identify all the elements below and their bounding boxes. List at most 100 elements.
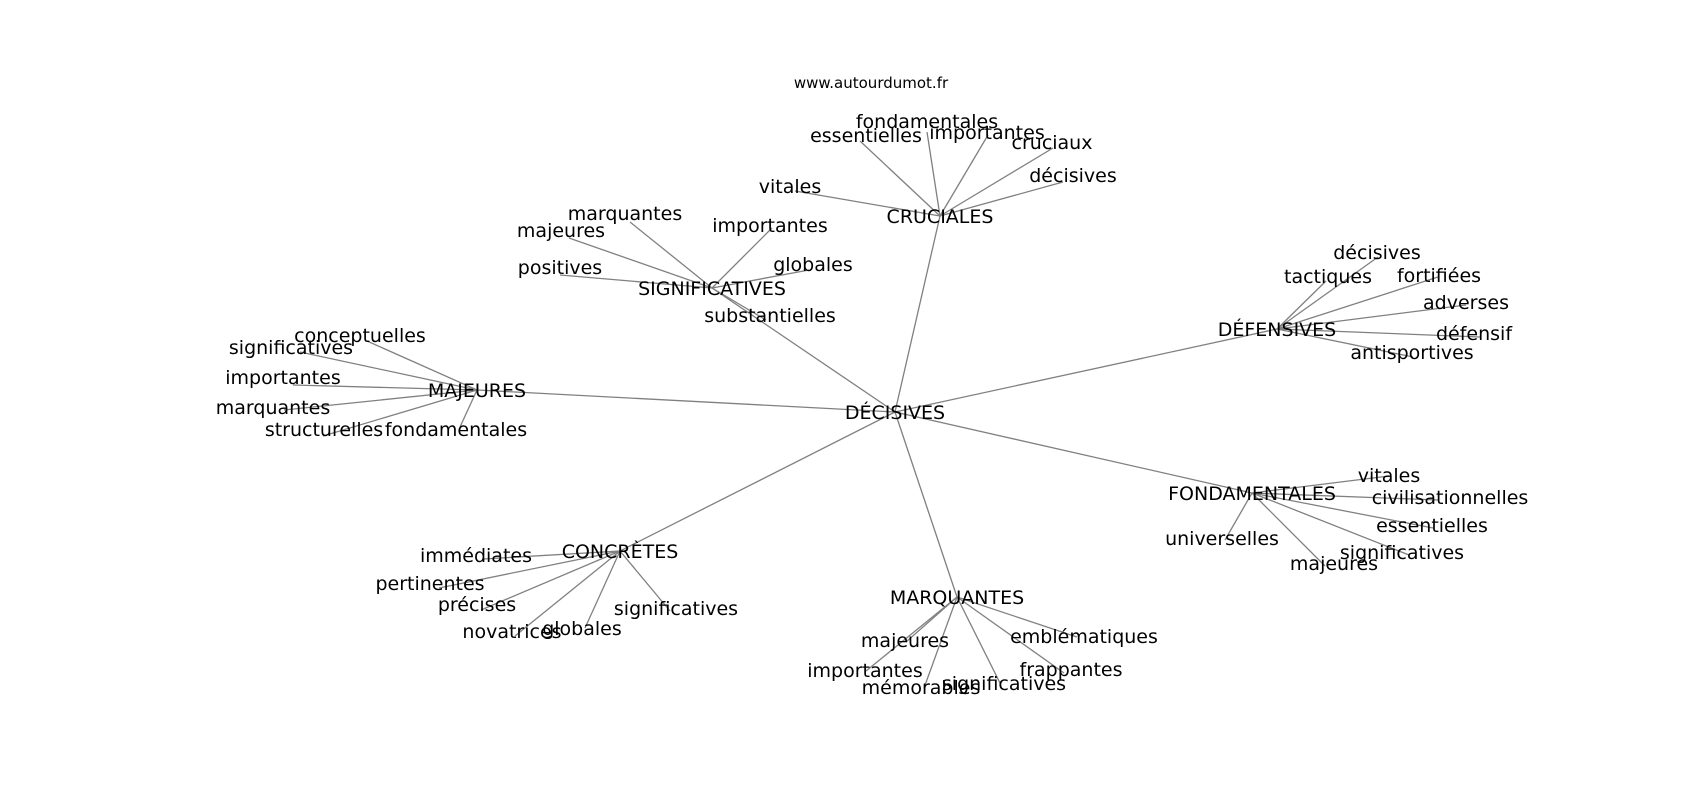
edge-center-cruciales <box>894 215 941 413</box>
edge-marquantes-memorables <box>923 596 958 689</box>
edge-majeures-significatives <box>299 351 478 391</box>
leaf-node-label[interactable]: frappantes <box>1020 659 1123 681</box>
edge-cruciales-decisives <box>939 181 1064 217</box>
edge-significatives-marquantes <box>629 221 713 289</box>
leaf-node-label[interactable]: fortifiées <box>1397 265 1481 287</box>
edge-concretes-pertinentes <box>438 550 621 589</box>
leaf-node-label[interactable]: décisives <box>1333 242 1421 264</box>
leaf-node-label[interactable]: immédiates <box>420 545 532 567</box>
leaf-node-label[interactable]: majeures <box>861 630 949 652</box>
edge-majeures-importantes <box>292 384 478 391</box>
leaf-node-label[interactable]: fondamentales <box>385 419 527 441</box>
leaf-node-label[interactable]: marquantes <box>216 397 330 419</box>
edge-concretes-significatives <box>619 550 671 612</box>
edge-fondamentales-vitales <box>1251 475 1390 494</box>
leaf-node-label[interactable]: précises <box>438 594 516 616</box>
leaf-node-label[interactable]: substantielles <box>704 305 836 327</box>
graph-labels: www.autourdumot.fr vitalesessentiellesfo… <box>216 74 1529 699</box>
edge-concretes-globales <box>584 550 621 629</box>
leaf-node-label[interactable]: antisportives <box>1350 342 1473 364</box>
edge-marquantes-importantes <box>865 596 958 672</box>
edge-fondamentales-significatives <box>1251 492 1410 556</box>
edge-defensives-antisportives <box>1276 328 1414 358</box>
edge-cruciales-fondamentales <box>926 131 941 217</box>
leaf-node-label[interactable]: importantes <box>807 660 922 682</box>
leaf-node-label[interactable]: vitales <box>759 176 821 198</box>
edge-defensives-adverses <box>1276 304 1467 330</box>
edge-defensives-decisives <box>1276 256 1379 330</box>
leaf-node-label[interactable]: pertinentes <box>375 573 484 595</box>
leaf-node-label[interactable]: essentielles <box>810 125 922 147</box>
edge-cruciales-cruciaux <box>939 147 1054 217</box>
edge-fondamentales-majeures <box>1251 492 1326 567</box>
source-url[interactable]: www.autourdumot.fr <box>794 74 949 92</box>
leaf-node-label[interactable]: vitales <box>1358 465 1420 487</box>
edge-concretes-novatrices <box>514 550 621 637</box>
edge-majeures-fondamentales <box>459 389 478 428</box>
hub-node-label[interactable]: CRUCIALES <box>887 206 994 228</box>
leaf-node-label[interactable]: majeures <box>517 220 605 242</box>
edge-fondamentales-civilisationnelles <box>1251 492 1439 501</box>
edge-majeures-structurelles <box>322 389 478 437</box>
leaf-node-label[interactable]: adverses <box>1423 292 1509 314</box>
leaf-node-label[interactable]: significatives <box>229 337 353 359</box>
leaf-node-label[interactable]: décisives <box>1029 165 1117 187</box>
leaf-node-label[interactable]: fondamentales <box>856 111 998 133</box>
leaf-node-label[interactable]: importantes <box>929 122 1044 144</box>
leaf-node-label[interactable]: significatives <box>942 673 1066 695</box>
leaf-node-label[interactable]: conceptuelles <box>294 325 426 347</box>
edge-center-significatives <box>711 287 896 413</box>
leaf-node-label[interactable]: civilisationnelles <box>1372 487 1529 509</box>
hub-node-label[interactable]: DÉFENSIVES <box>1218 318 1337 341</box>
leaf-node-label[interactable]: défensif <box>1436 323 1513 345</box>
edge-center-fondamentales <box>894 411 1253 494</box>
edge-cruciales-essentielles <box>859 140 941 217</box>
hub-node-label[interactable]: CONCRÈTES <box>562 540 679 563</box>
edge-cruciales-importantes <box>939 134 989 217</box>
edge-marquantes-frappantes <box>956 596 1065 674</box>
leaf-node-label[interactable]: cruciaux <box>1012 132 1093 154</box>
edge-significatives-globales <box>711 269 810 289</box>
leaf-node-label[interactable]: universelles <box>1165 528 1279 550</box>
center-node-label[interactable]: DÉCISIVES <box>845 401 945 424</box>
edge-fondamentales-essentielles <box>1251 492 1434 529</box>
edge-concretes-precises <box>480 550 621 611</box>
leaf-node-label[interactable]: novatrices <box>462 621 561 643</box>
leaf-node-label[interactable]: globales <box>542 618 622 640</box>
edge-center-concretes <box>619 411 896 552</box>
leaf-node-label[interactable]: importantes <box>225 367 340 389</box>
edge-center-marquantes <box>894 411 958 598</box>
edge-significatives-majeures <box>568 237 713 289</box>
edge-cruciales-vitales <box>794 190 941 217</box>
leaf-node-label[interactable]: mémorables <box>862 677 981 699</box>
leaf-node-label[interactable]: marquantes <box>568 203 682 225</box>
edge-concretes-immediates <box>483 550 621 560</box>
leaf-node-label[interactable]: majeures <box>1290 553 1378 575</box>
edge-significatives-importantes <box>711 227 773 289</box>
leaf-node-label[interactable]: significatives <box>614 598 738 620</box>
leaf-node-label[interactable]: emblématiques <box>1010 626 1158 648</box>
edge-significatives-substantielles <box>711 287 767 321</box>
edge-defensives-fortifiees <box>1276 276 1439 330</box>
hub-node-label[interactable]: MAJEURES <box>428 380 526 402</box>
leaf-node-label[interactable]: structurelles <box>265 419 383 441</box>
hub-node-label[interactable]: MARQUANTES <box>890 587 1024 609</box>
leaf-node-label[interactable]: importantes <box>712 215 827 237</box>
hub-node-label[interactable]: SIGNIFICATIVES <box>638 278 786 300</box>
edge-defensives-defensif <box>1276 328 1481 338</box>
leaf-node-label[interactable]: tactiques <box>1284 266 1372 288</box>
leaf-node-label[interactable]: significatives <box>1340 542 1464 564</box>
edge-fondamentales-universelles <box>1224 492 1253 541</box>
edge-center-defensives <box>894 328 1278 413</box>
graph-edges <box>283 131 1481 689</box>
edge-majeures-conceptuelles <box>366 340 478 391</box>
hub-node-label[interactable]: FONDAMENTALES <box>1168 483 1336 505</box>
edge-center-majeures <box>476 389 896 413</box>
edge-marquantes-emblematiques <box>956 596 1078 638</box>
edge-marquantes-significatives <box>956 596 1001 684</box>
leaf-node-label[interactable]: globales <box>773 254 853 276</box>
leaf-node-label[interactable]: positives <box>518 257 602 279</box>
edge-defensives-tactiques <box>1276 280 1327 330</box>
leaf-node-label[interactable]: essentielles <box>1376 515 1488 537</box>
